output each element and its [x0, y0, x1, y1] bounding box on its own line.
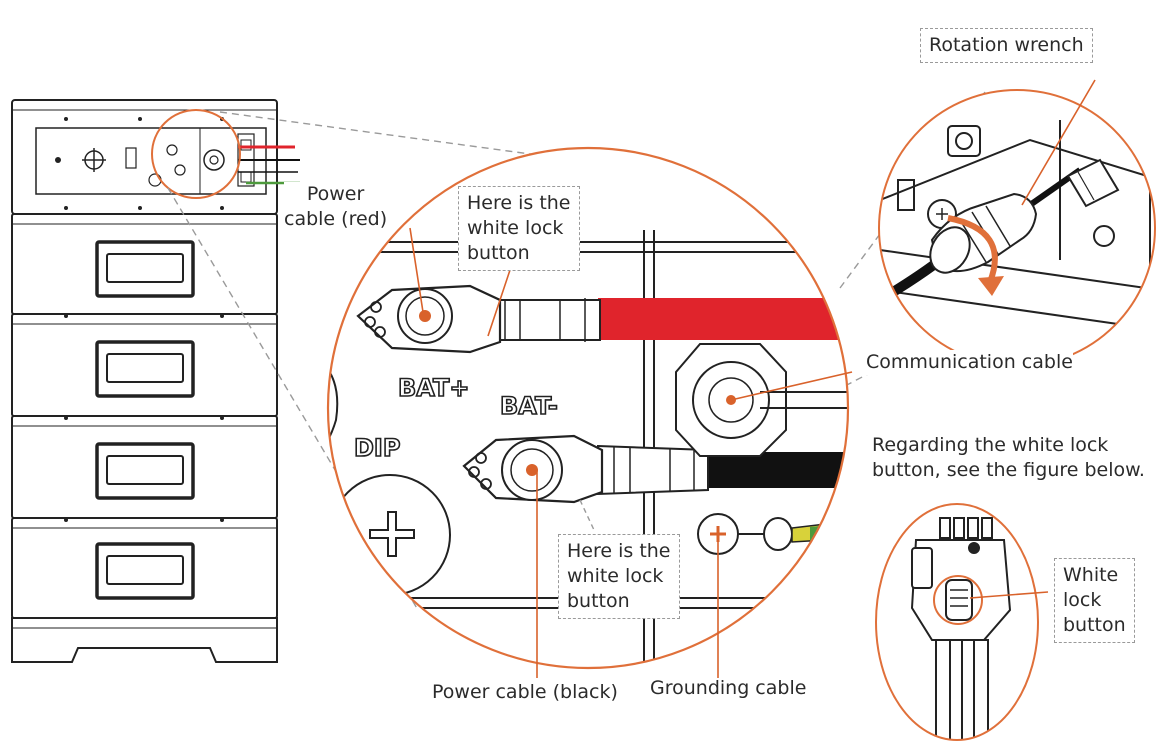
power-cable-black-text: Power cable (black): [432, 681, 618, 703]
power-cable-red-line1: Power: [306, 183, 365, 205]
grounding-cable-text: Grounding cable: [650, 677, 807, 699]
white-lock-top-line3: button: [467, 242, 530, 264]
battery-module-1: [11, 213, 278, 315]
white-lock-btn-line2: lock: [1063, 589, 1102, 611]
rotation-wrench-label: Rotation wrench: [920, 28, 1093, 63]
white-lock-bottom-line2: white lock: [567, 565, 664, 587]
bat-plus-label: BAT+: [398, 374, 469, 402]
red-power-cable: [598, 298, 848, 340]
communication-cable-text: Communication cable: [866, 351, 1073, 373]
power-cable-black-label: Power cable (black): [432, 680, 618, 705]
white-lock-top-line1: Here is the: [467, 192, 571, 214]
white-lock-btn-line3: button: [1063, 614, 1126, 636]
plus-icon: [369, 511, 415, 557]
main-zoom-circle: [326, 146, 850, 670]
connector-zoom-ellipse: [875, 503, 1039, 741]
wrench-zoom-content: [879, 90, 1155, 366]
grounding-cable-label: Grounding cable: [650, 676, 806, 701]
power-cable-red-label: Power cable (red): [284, 182, 388, 232]
main-zoom-content: [328, 148, 848, 668]
white-lock-button-callout: White lock button: [1054, 558, 1135, 643]
dip-label: DIP: [354, 434, 400, 462]
bms-module: [11, 99, 278, 215]
white-lock-callout-top: Here is the white lock button: [458, 186, 580, 271]
regarding-line1: Regarding the white lock: [872, 434, 1109, 456]
white-lock-top-line2: white lock: [467, 217, 564, 239]
regarding-line2: button, see the figure below.: [872, 459, 1145, 481]
battery-module-3: [11, 415, 278, 519]
rotate-arrow-icon: [947, 215, 998, 284]
zoom-source-circle: [151, 109, 241, 199]
regarding-lock-note: Regarding the white lock button, see the…: [872, 433, 1145, 483]
white-lock-bottom-line1: Here is the: [567, 540, 671, 562]
battery-stack: [11, 99, 278, 663]
connector-zoom-content: [876, 504, 1038, 740]
leader-lines: [409, 79, 1096, 678]
battery-module-2: [11, 313, 278, 417]
bat-minus-label: BAT-: [500, 392, 558, 420]
white-lock-callout-bottom: Here is the white lock button: [558, 534, 680, 619]
power-cable-red-line2: cable (red): [284, 208, 388, 230]
black-power-cable: [706, 452, 848, 488]
white-lock-bottom-line3: button: [567, 590, 630, 612]
white-lock-btn-line1: White: [1063, 564, 1119, 586]
communication-cable-label: Communication cable: [866, 350, 1073, 375]
rotation-wrench-text: Rotation wrench: [929, 34, 1084, 56]
battery-module-4: [11, 517, 278, 619]
